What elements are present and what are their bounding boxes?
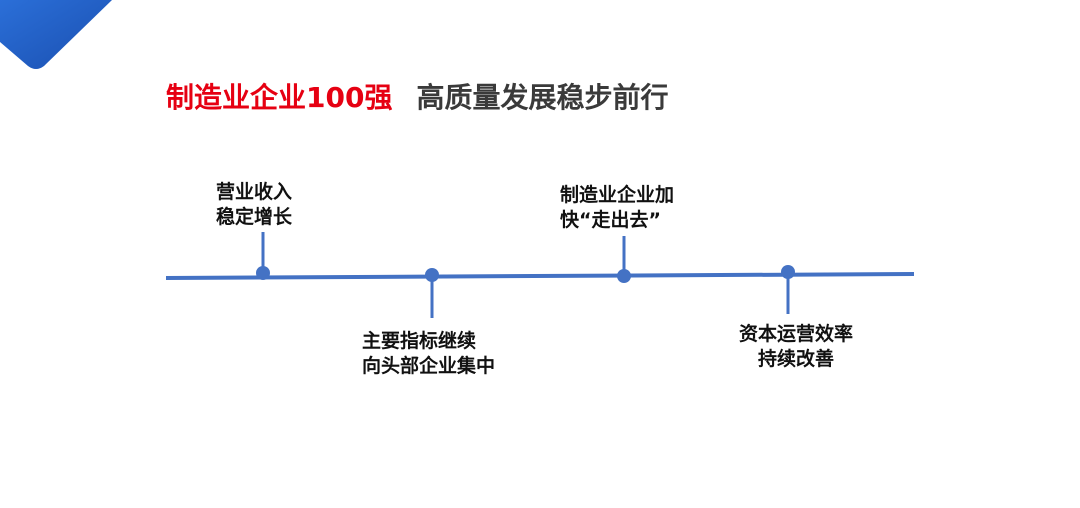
milestone-4-line-2: 持续改善 — [757, 348, 834, 370]
title-main: 制造业企业100强 — [166, 81, 393, 114]
milestone-4-line-1: 资本运营效率 — [738, 323, 853, 345]
milestone-3-dot — [617, 269, 631, 283]
milestone-1-label: 营业收入 稳定增长 — [216, 180, 292, 230]
milestone-2-label: 主要指标继续 向头部企业集中 — [362, 329, 495, 379]
corner-decoration — [0, 0, 112, 69]
timeline-axis — [165, 272, 915, 280]
milestone-4-dot — [781, 265, 795, 279]
milestone-1-dot — [256, 266, 270, 280]
milestone-1-line-2: 稳定增长 — [216, 206, 293, 228]
page-title: 制造业企业100强高质量发展稳步前行 — [166, 76, 668, 116]
milestone-3-label: 制造业企业加 快“走出去” — [560, 183, 674, 233]
milestone-2-dot — [425, 268, 439, 282]
milestone-4-label: 资本运营效率 持续改善 — [728, 322, 864, 372]
milestone-1-line-1: 营业收入 — [216, 181, 293, 203]
milestone-3-line-1: 制造业企业加 — [560, 184, 675, 206]
title-subtitle: 高质量发展稳步前行 — [416, 81, 669, 114]
milestone-2-line-1: 主要指标继续 — [362, 330, 477, 352]
milestone-3-line-2: 快“走出去” — [560, 209, 661, 231]
milestone-2-line-2: 向头部企业集中 — [362, 355, 496, 377]
